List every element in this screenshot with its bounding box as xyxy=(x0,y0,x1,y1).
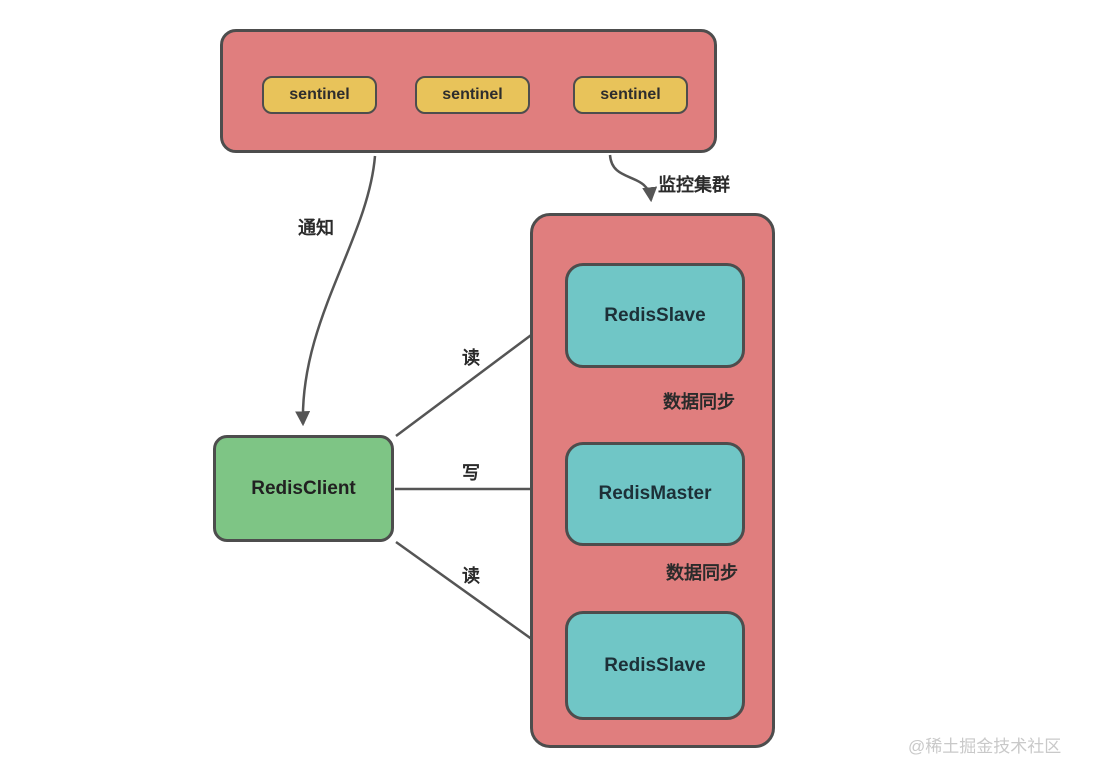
redis-master-label: RedisMaster xyxy=(598,483,712,504)
arrow-monitor-cluster xyxy=(608,154,658,203)
redis-client-node: RedisClient xyxy=(213,435,394,542)
edge-label-sync-lower: 数据同步 xyxy=(666,563,738,583)
redis-slave-lower-label: RedisSlave xyxy=(604,654,706,676)
sentinel-node-2-label: sentinel xyxy=(442,86,503,103)
arrow-notify xyxy=(295,155,377,427)
sentinel-node-2: sentinel xyxy=(415,76,530,114)
edge-label-read-lower: 读 xyxy=(462,566,480,586)
edge-label-read-upper: 读 xyxy=(462,348,480,368)
edge-label-sync-upper: 数据同步 xyxy=(663,392,735,412)
sentinel-node-1-label: sentinel xyxy=(289,86,350,103)
sentinel-group-container: sentinel sentinel sentinel xyxy=(220,29,717,153)
sentinel-node-3-label: sentinel xyxy=(600,86,661,103)
edge-label-monitor-cluster: 监控集群 xyxy=(658,175,730,195)
redis-slave-lower-node: RedisSlave xyxy=(565,611,745,720)
redis-master-node: RedisMaster xyxy=(565,442,745,546)
watermark: @稀土掘金技术社区 xyxy=(908,737,1062,756)
redis-slave-upper-node: RedisSlave xyxy=(565,263,745,368)
sentinel-node-3: sentinel xyxy=(573,76,688,114)
redis-cluster-container: RedisSlave RedisMaster RedisSlave xyxy=(530,213,775,748)
sentinel-node-1: sentinel xyxy=(262,76,377,114)
redis-client-label: RedisClient xyxy=(251,477,356,499)
redis-slave-upper-label: RedisSlave xyxy=(604,304,706,326)
edge-label-notify: 通知 xyxy=(298,218,334,238)
edge-label-write: 写 xyxy=(462,463,480,483)
